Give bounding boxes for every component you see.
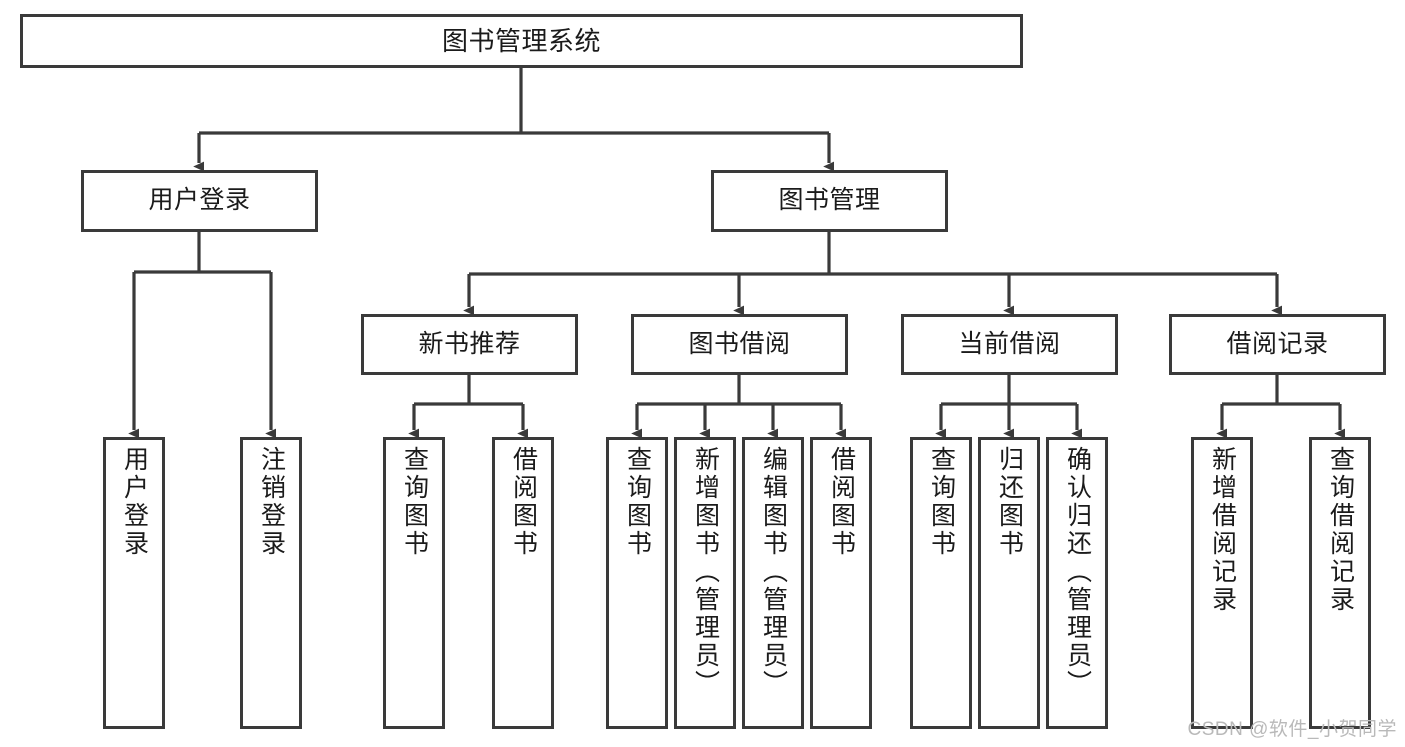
leaf-confirm-return-admin[interactable]: 确认归还（管理员）: [1046, 437, 1108, 729]
csdn-watermark: CSDN @软件_小贺同学: [1187, 719, 1397, 740]
node-new-book-recommend[interactable]: 新书推荐: [361, 314, 578, 375]
leaf-add-book-admin[interactable]: 新增图书（管理员）: [674, 437, 736, 729]
node-label: 借阅图书: [827, 446, 856, 558]
node-label: 新增借阅记录: [1208, 446, 1237, 614]
node-borrow-record[interactable]: 借阅记录: [1169, 314, 1386, 375]
leaf-return-book[interactable]: 归还图书: [978, 437, 1040, 729]
leaf-logout[interactable]: 注销登录: [240, 437, 302, 729]
node-label: 编辑图书（管理员）: [759, 446, 788, 698]
node-label: 图书管理系统: [441, 25, 601, 56]
node-user-login[interactable]: 用户登录: [81, 170, 318, 232]
node-book-borrow[interactable]: 图书借阅: [631, 314, 848, 375]
node-label: 图书管理: [778, 186, 881, 215]
node-label: 当前借阅: [958, 329, 1061, 358]
node-label: 查询图书: [400, 446, 429, 558]
leaf-query-book-current[interactable]: 查询图书: [910, 437, 972, 729]
leaf-add-borrow-record[interactable]: 新增借阅记录: [1191, 437, 1253, 729]
leaf-query-book-newbook[interactable]: 查询图书: [383, 437, 445, 729]
node-label: 归还图书: [995, 446, 1024, 558]
node-book-manage[interactable]: 图书管理: [711, 170, 948, 232]
node-label: 用户登录: [120, 446, 149, 558]
leaf-user-login[interactable]: 用户登录: [103, 437, 165, 729]
node-label: 新增图书（管理员）: [691, 446, 720, 698]
leaf-edit-book-admin[interactable]: 编辑图书（管理员）: [742, 437, 804, 729]
node-label: 用户登录: [148, 186, 251, 215]
leaf-borrow-book-borrow[interactable]: 借阅图书: [810, 437, 872, 729]
leaf-borrow-book-newbook[interactable]: 借阅图书: [492, 437, 554, 729]
node-label: 确认归还（管理员）: [1063, 446, 1092, 698]
node-label: 借阅记录: [1226, 329, 1329, 358]
node-label: 查询借阅记录: [1326, 446, 1355, 614]
node-current-borrow[interactable]: 当前借阅: [901, 314, 1118, 375]
leaf-query-borrow-record[interactable]: 查询借阅记录: [1309, 437, 1371, 729]
node-label: 查询图书: [927, 446, 956, 558]
node-label: 图书借阅: [688, 329, 791, 358]
leaf-query-book-borrow[interactable]: 查询图书: [606, 437, 668, 729]
node-root-system[interactable]: 图书管理系统: [20, 14, 1023, 68]
node-label: 查询图书: [623, 446, 652, 558]
node-label: 借阅图书: [509, 446, 538, 558]
node-label: 新书推荐: [418, 329, 521, 358]
node-label: 注销登录: [257, 446, 286, 558]
